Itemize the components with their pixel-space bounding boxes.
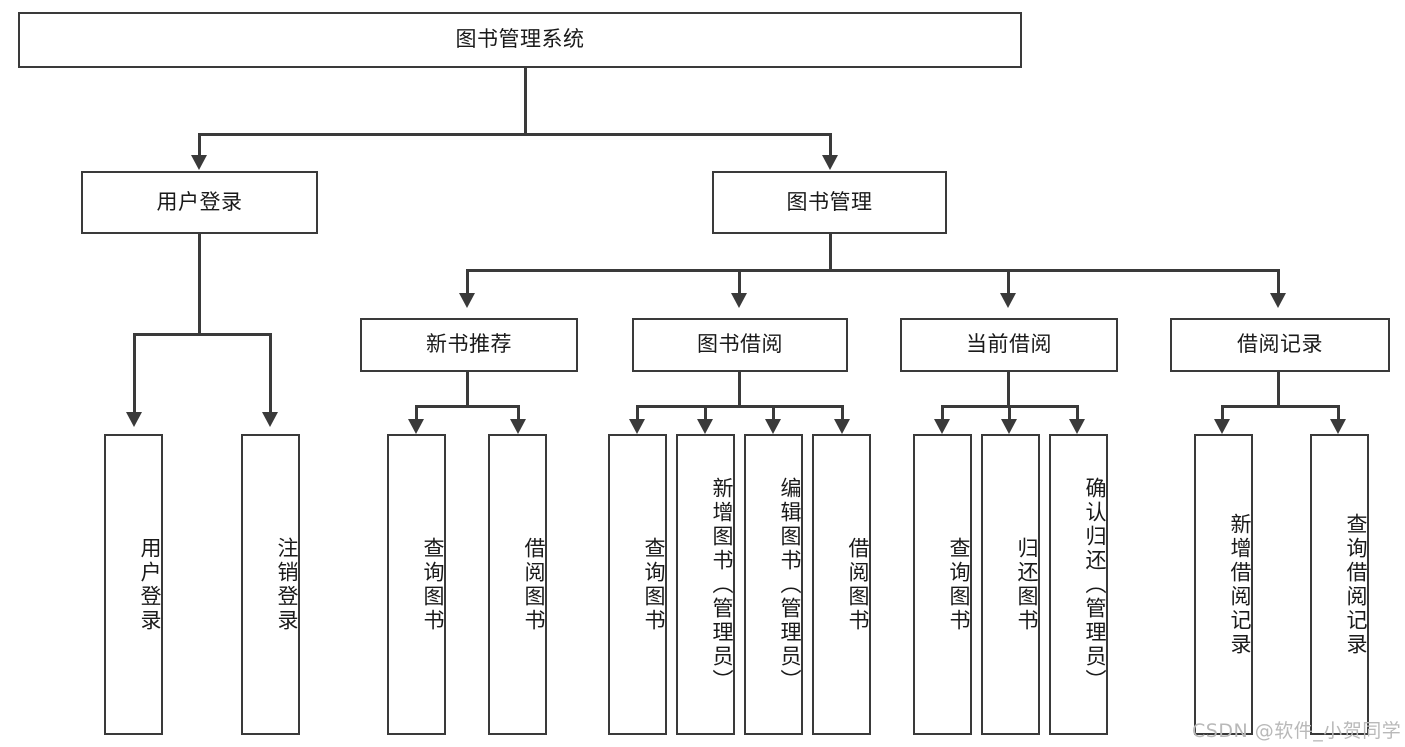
arrow-cb-to-leaf-1 (934, 419, 950, 434)
arrow-bm-to-lv2-1 (459, 293, 475, 308)
edge-root-to-book-management (829, 133, 832, 157)
node-leaf-borrow-book-nbr-label: 借阅图书 (522, 536, 546, 633)
edge-br-stem (1277, 372, 1280, 408)
edge-cb-to-leaf-1 (941, 405, 944, 421)
node-leaf-return-book[interactable]: 归还图书 (981, 434, 1040, 735)
arrow-user-login-to-leaf-1 (126, 412, 142, 427)
edge-book-management-stem (829, 234, 832, 272)
edge-br-to-leaf-1 (1221, 405, 1224, 421)
edge-br-bar (1221, 405, 1339, 408)
arrow-bb-to-leaf-3 (765, 419, 781, 434)
node-leaf-edit-book-admin[interactable]: 编辑图书（管理员） (744, 434, 803, 735)
arrow-bb-to-leaf-4 (834, 419, 850, 434)
node-borrow-record[interactable]: 借阅记录 (1170, 318, 1390, 372)
node-leaf-logout[interactable]: 注销登录 (241, 434, 300, 735)
edge-cb-to-leaf-2 (1008, 405, 1011, 421)
edge-book-management-bar (466, 269, 1280, 272)
edge-bm-to-lv2-2 (738, 269, 741, 295)
edge-nbr-to-leaf-1 (415, 405, 418, 421)
node-leaf-query-book-nbr-label: 查询图书 (421, 536, 445, 633)
arrow-bb-to-leaf-2 (697, 419, 713, 434)
edge-bb-to-leaf-4 (841, 405, 844, 421)
edge-root-stem (524, 68, 527, 135)
node-leaf-borrow-book-bb[interactable]: 借阅图书 (812, 434, 871, 735)
arrow-nbr-to-leaf-2 (510, 419, 526, 434)
node-leaf-confirm-return-admin[interactable]: 确认归还（管理员） (1049, 434, 1108, 735)
edge-user-login-bar (133, 333, 269, 336)
node-leaf-return-book-label: 归还图书 (1015, 536, 1039, 633)
node-leaf-add-book-admin[interactable]: 新增图书（管理员） (676, 434, 735, 735)
node-book-borrow[interactable]: 图书借阅 (632, 318, 848, 372)
arrow-nbr-to-leaf-1 (408, 419, 424, 434)
node-leaf-logout-label: 注销登录 (275, 536, 299, 633)
node-leaf-query-borrow-record-label: 查询借阅记录 (1344, 512, 1368, 657)
node-current-borrow[interactable]: 当前借阅 (900, 318, 1118, 372)
edge-user-login-stem (198, 234, 201, 335)
node-user-login[interactable]: 用户登录 (81, 171, 318, 234)
arrow-user-login-to-leaf-2 (262, 412, 278, 427)
arrow-bm-to-lv2-2 (731, 293, 747, 308)
edge-bm-to-lv2-4 (1277, 269, 1280, 295)
node-leaf-add-borrow-record-label: 新增借阅记录 (1228, 512, 1252, 657)
node-leaf-add-borrow-record[interactable]: 新增借阅记录 (1194, 434, 1253, 735)
node-book-management[interactable]: 图书管理 (712, 171, 947, 234)
edge-root-bar (198, 133, 832, 136)
node-leaf-edit-book-admin-label: 编辑图书（管理员） (778, 476, 802, 693)
arrow-bm-to-lv2-4 (1270, 293, 1286, 308)
arrow-br-to-leaf-1 (1214, 419, 1230, 434)
node-leaf-query-book-cb[interactable]: 查询图书 (913, 434, 972, 735)
arrow-root-to-book-management (822, 155, 838, 170)
csdn-watermark: CSDN @软件_小贺同学 (1192, 720, 1402, 742)
arrow-root-to-user-login (191, 155, 207, 170)
arrow-cb-to-leaf-2 (1001, 419, 1017, 434)
node-leaf-borrow-book-bb-label: 借阅图书 (846, 536, 870, 633)
edge-nbr-to-leaf-2 (517, 405, 520, 421)
edge-bb-to-leaf-1 (636, 405, 639, 421)
edge-bb-bar (636, 405, 844, 408)
edge-bb-stem (738, 372, 741, 408)
edge-bb-to-leaf-2 (704, 405, 707, 421)
arrow-bm-to-lv2-3 (1000, 293, 1016, 308)
node-leaf-query-book-cb-label: 查询图书 (947, 536, 971, 633)
edge-nbr-stem (466, 372, 469, 408)
node-leaf-confirm-return-admin-label: 确认归还（管理员） (1083, 476, 1107, 693)
node-leaf-query-borrow-record[interactable]: 查询借阅记录 (1310, 434, 1369, 735)
edge-bm-to-lv2-3 (1007, 269, 1010, 295)
node-new-book-recommend[interactable]: 新书推荐 (360, 318, 578, 372)
edge-cb-to-leaf-3 (1076, 405, 1079, 421)
node-leaf-user-login-label: 用户登录 (138, 536, 162, 633)
edge-br-to-leaf-2 (1337, 405, 1340, 421)
arrow-br-to-leaf-2 (1330, 419, 1346, 434)
node-leaf-query-book-bb-label: 查询图书 (642, 536, 666, 633)
edge-root-to-user-login (198, 133, 201, 157)
node-leaf-query-book-bb[interactable]: 查询图书 (608, 434, 667, 735)
arrow-cb-to-leaf-3 (1069, 419, 1085, 434)
edge-user-login-to-leaf-1 (133, 333, 136, 414)
node-root-book-management-system[interactable]: 图书管理系统 (18, 12, 1022, 68)
edge-bb-to-leaf-3 (772, 405, 775, 421)
arrow-bb-to-leaf-1 (629, 419, 645, 434)
node-leaf-query-book-nbr[interactable]: 查询图书 (387, 434, 446, 735)
edge-user-login-to-leaf-2 (269, 333, 272, 414)
node-leaf-add-book-admin-label: 新增图书（管理员） (710, 476, 734, 693)
node-leaf-borrow-book-nbr[interactable]: 借阅图书 (488, 434, 547, 735)
edge-nbr-bar (415, 405, 520, 408)
node-leaf-user-login[interactable]: 用户登录 (104, 434, 163, 735)
edge-bm-to-lv2-1 (466, 269, 469, 295)
edge-cb-stem (1007, 372, 1010, 408)
